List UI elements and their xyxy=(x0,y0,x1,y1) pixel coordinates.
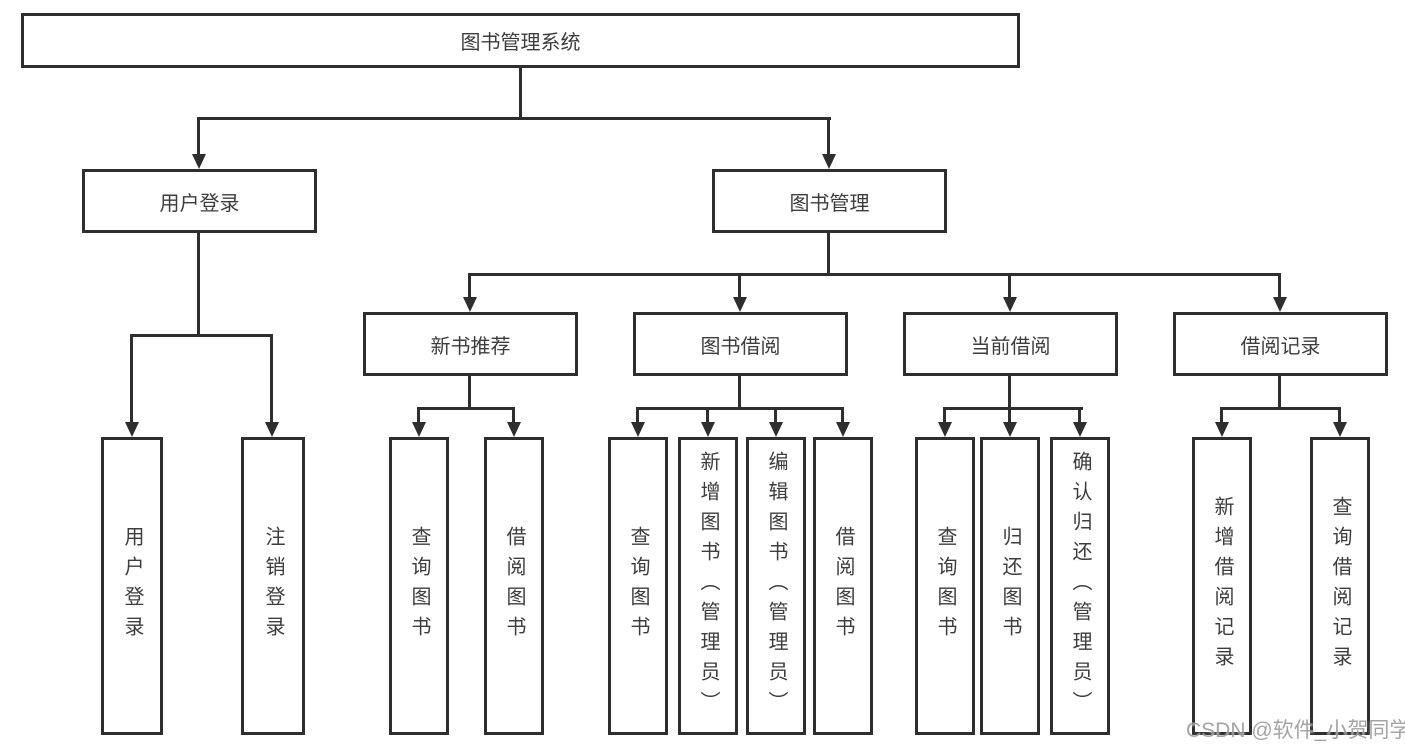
leaf-newbook-query: 查询图书 xyxy=(389,437,449,735)
node-user-login-label: 用户登录 xyxy=(159,192,240,215)
leaf-record-add: 新增借阅记录 xyxy=(1192,437,1252,735)
connector-bookborrow-stem xyxy=(738,376,741,407)
connector-records-stem xyxy=(1278,376,1281,407)
node-book-management: 图书管理 xyxy=(712,169,947,233)
node-new-book-recommend: 新书推荐 xyxy=(363,312,578,376)
connector-drop-user-login xyxy=(197,117,200,156)
connector-drop xyxy=(943,407,946,423)
arrow-down-icon xyxy=(836,422,850,437)
connector-currentborrow-stem xyxy=(1008,376,1011,407)
arrow-down-icon xyxy=(265,422,279,437)
node-current-borrow: 当前借阅 xyxy=(903,312,1118,376)
leaf-borrow-book-label: 借阅图书 xyxy=(832,526,854,646)
connector-userlogin-branch xyxy=(130,334,273,337)
connector-drop-current xyxy=(1008,273,1011,298)
leaf-newbook-borrow: 借阅图书 xyxy=(484,437,544,735)
connector-drop-records xyxy=(1278,273,1281,298)
node-current-borrow-label: 当前借阅 xyxy=(970,335,1051,358)
node-borrow-records-label: 借阅记录 xyxy=(1240,335,1321,358)
connector-newbooks-stem xyxy=(468,376,471,407)
arrow-down-icon xyxy=(701,422,715,437)
leaf-borrow-book: 借阅图书 xyxy=(813,437,873,735)
arrow-down-icon xyxy=(192,154,206,169)
leaf-user-login: 用户登录 xyxy=(101,437,163,735)
connector-drop-book-borrow xyxy=(738,273,741,298)
connector-drop-leaf-login xyxy=(130,334,133,423)
node-borrow-records: 借阅记录 xyxy=(1173,312,1388,376)
leaf-borrow-add-admin: 新增图书（管理员） xyxy=(678,437,738,735)
leaf-current-return: 归还图书 xyxy=(980,437,1040,735)
node-book-management-label: 图书管理 xyxy=(789,192,870,215)
arrow-down-icon xyxy=(1273,297,1287,312)
connector-records-branch xyxy=(1220,407,1341,410)
node-user-login: 用户登录 xyxy=(82,169,317,233)
connector-bookborrow-branch xyxy=(636,407,844,410)
leaf-record-query: 查询借阅记录 xyxy=(1310,437,1370,735)
arrow-down-icon xyxy=(507,422,521,437)
connector-bookmgmt-branch xyxy=(468,273,1281,276)
leaf-current-return-label: 归还图书 xyxy=(999,526,1021,646)
connector-drop-book-mgmt xyxy=(827,117,830,156)
connector-drop-leaf-logout xyxy=(270,334,273,423)
arrow-down-icon xyxy=(1333,422,1347,437)
connector-currentborrow-branch xyxy=(943,407,1083,410)
connector-drop xyxy=(1078,407,1081,423)
node-book-borrow: 图书借阅 xyxy=(633,312,848,376)
arrow-down-icon xyxy=(1003,422,1017,437)
connector-drop xyxy=(841,407,844,423)
node-book-borrow-label: 图书借阅 xyxy=(700,335,781,358)
arrow-down-icon xyxy=(769,422,783,437)
leaf-borrow-query-label: 查询图书 xyxy=(627,526,649,646)
connector-userlogin-stem xyxy=(197,233,200,334)
leaf-record-query-label: 查询借阅记录 xyxy=(1329,496,1351,676)
arrow-down-icon xyxy=(631,422,645,437)
leaf-borrow-edit-admin-label: 编辑图书（管理员） xyxy=(765,451,787,721)
leaf-user-login-label: 用户登录 xyxy=(121,526,143,646)
connector-drop xyxy=(706,407,709,423)
arrow-down-icon xyxy=(463,297,477,312)
arrow-down-icon xyxy=(822,154,836,169)
leaf-current-confirm-admin-label: 确认归还（管理员） xyxy=(1069,451,1091,721)
leaf-logout: 注销登录 xyxy=(241,437,305,735)
leaf-borrow-query: 查询图书 xyxy=(608,437,668,735)
node-root-system: 图书管理系统 xyxy=(21,13,1020,68)
arrow-down-icon xyxy=(125,422,139,437)
node-root-label: 图书管理系统 xyxy=(460,32,581,54)
connector-newbooks-branch xyxy=(417,407,515,410)
arrow-down-icon xyxy=(1003,297,1017,312)
connector-root-stem xyxy=(519,68,522,117)
leaf-logout-label: 注销登录 xyxy=(262,526,284,646)
arrow-down-icon xyxy=(1073,422,1087,437)
node-new-book-recommend-label: 新书推荐 xyxy=(430,335,511,358)
leaf-borrow-add-admin-label: 新增图书（管理员） xyxy=(697,451,719,721)
arrow-down-icon xyxy=(733,297,747,312)
arrow-down-icon xyxy=(1215,422,1229,437)
connector-root-branch xyxy=(198,117,831,120)
connector-drop xyxy=(417,407,420,423)
connector-bookmgmt-stem xyxy=(827,233,830,273)
connector-drop xyxy=(1008,407,1011,423)
connector-drop xyxy=(512,407,515,423)
connector-drop-new-books xyxy=(468,273,471,298)
arrow-down-icon xyxy=(938,422,952,437)
connector-drop xyxy=(1220,407,1223,423)
leaf-record-add-label: 新增借阅记录 xyxy=(1211,496,1233,676)
leaf-borrow-edit-admin: 编辑图书（管理员） xyxy=(746,437,806,735)
connector-drop xyxy=(1338,407,1341,423)
arrow-down-icon xyxy=(412,422,426,437)
leaf-newbook-borrow-label: 借阅图书 xyxy=(503,526,525,646)
connector-drop xyxy=(636,407,639,423)
leaf-current-query-label: 查询图书 xyxy=(934,526,956,646)
csdn-watermark: CSDN @软件_小贺同学 xyxy=(1186,719,1405,742)
leaf-current-confirm-admin: 确认归还（管理员） xyxy=(1050,437,1110,735)
leaf-newbook-query-label: 查询图书 xyxy=(408,526,430,646)
connector-drop xyxy=(774,407,777,423)
leaf-current-query: 查询图书 xyxy=(915,437,975,735)
